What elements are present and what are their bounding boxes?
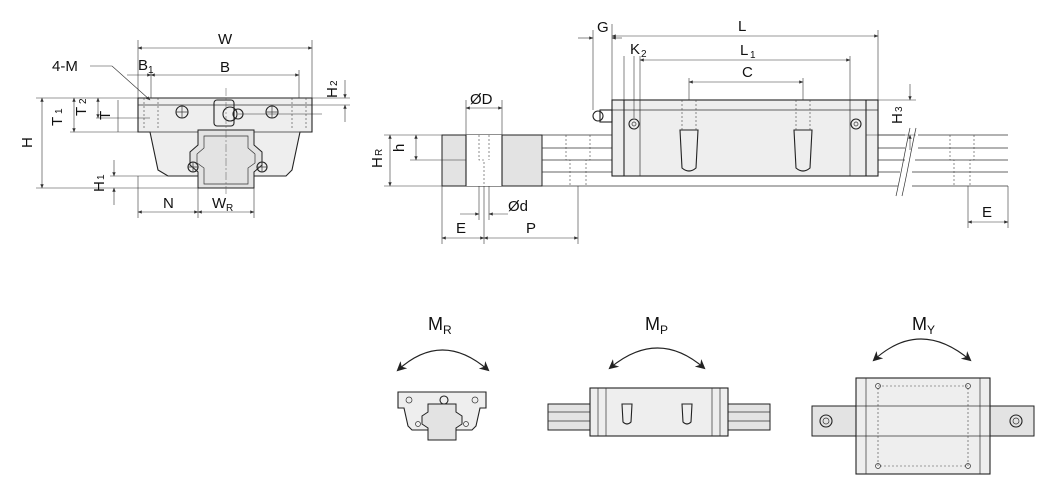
- label-WR-sub: R: [226, 203, 233, 214]
- label-E-right: E: [982, 204, 992, 221]
- label-H3: H: [889, 113, 906, 124]
- label-T: T: [97, 111, 114, 120]
- side-view: [384, 24, 1009, 244]
- label-MP: M: [645, 314, 660, 334]
- label-WR: W: [212, 195, 227, 212]
- label-T2: T: [73, 107, 90, 116]
- label-C: C: [742, 64, 753, 81]
- grease-nipple-icon: [213, 99, 244, 127]
- moment-my: [811, 338, 1035, 475]
- label-HR: H: [369, 157, 386, 168]
- label-T1-sub: 1: [54, 108, 65, 114]
- label-D: ØD: [470, 91, 493, 108]
- grease-nipple-side-icon: [592, 109, 613, 123]
- label-h: h: [391, 144, 408, 152]
- label-B1-sub: 1: [148, 65, 154, 76]
- label-H1-sub: 1: [96, 174, 107, 180]
- label-L1: L: [740, 42, 748, 59]
- label-G: G: [597, 19, 609, 36]
- label-MY: M: [912, 314, 927, 334]
- label-H: H: [19, 137, 36, 148]
- label-N: N: [163, 195, 174, 212]
- label-MR-sub: R: [443, 323, 452, 337]
- label-T2-sub: 2: [78, 98, 89, 104]
- label-B: B: [220, 59, 230, 76]
- moment-mr: [396, 349, 490, 441]
- label-MY-sub: Y: [927, 323, 935, 337]
- moment-mp: [547, 347, 771, 437]
- dimension-labels: W B B 1 4-M H T 1 T 2 T H 1 H 2 N W R ØD…: [19, 18, 992, 337]
- front-view: [36, 40, 350, 218]
- label-d: Ød: [508, 198, 528, 215]
- label-E-left: E: [456, 220, 466, 237]
- label-P: P: [526, 220, 536, 237]
- label-B1: B: [138, 57, 148, 74]
- label-HR-sub: R: [374, 149, 385, 156]
- label-T1: T: [49, 117, 66, 126]
- label-W: W: [218, 31, 233, 48]
- label-4-M: 4-M: [52, 58, 78, 75]
- mounting-screw-icons: [175, 105, 279, 173]
- label-H1: H: [91, 181, 108, 192]
- label-K2-sub: 2: [641, 49, 647, 60]
- label-MR: M: [428, 314, 443, 334]
- label-K2: K: [630, 41, 640, 58]
- label-H2: H: [324, 87, 341, 98]
- label-L1-sub: 1: [750, 50, 756, 61]
- carriage-block: [611, 99, 879, 177]
- label-MP-sub: P: [660, 323, 668, 337]
- label-H2-sub: 2: [329, 80, 340, 86]
- label-H3-sub: 3: [894, 106, 905, 112]
- label-L: L: [738, 18, 746, 35]
